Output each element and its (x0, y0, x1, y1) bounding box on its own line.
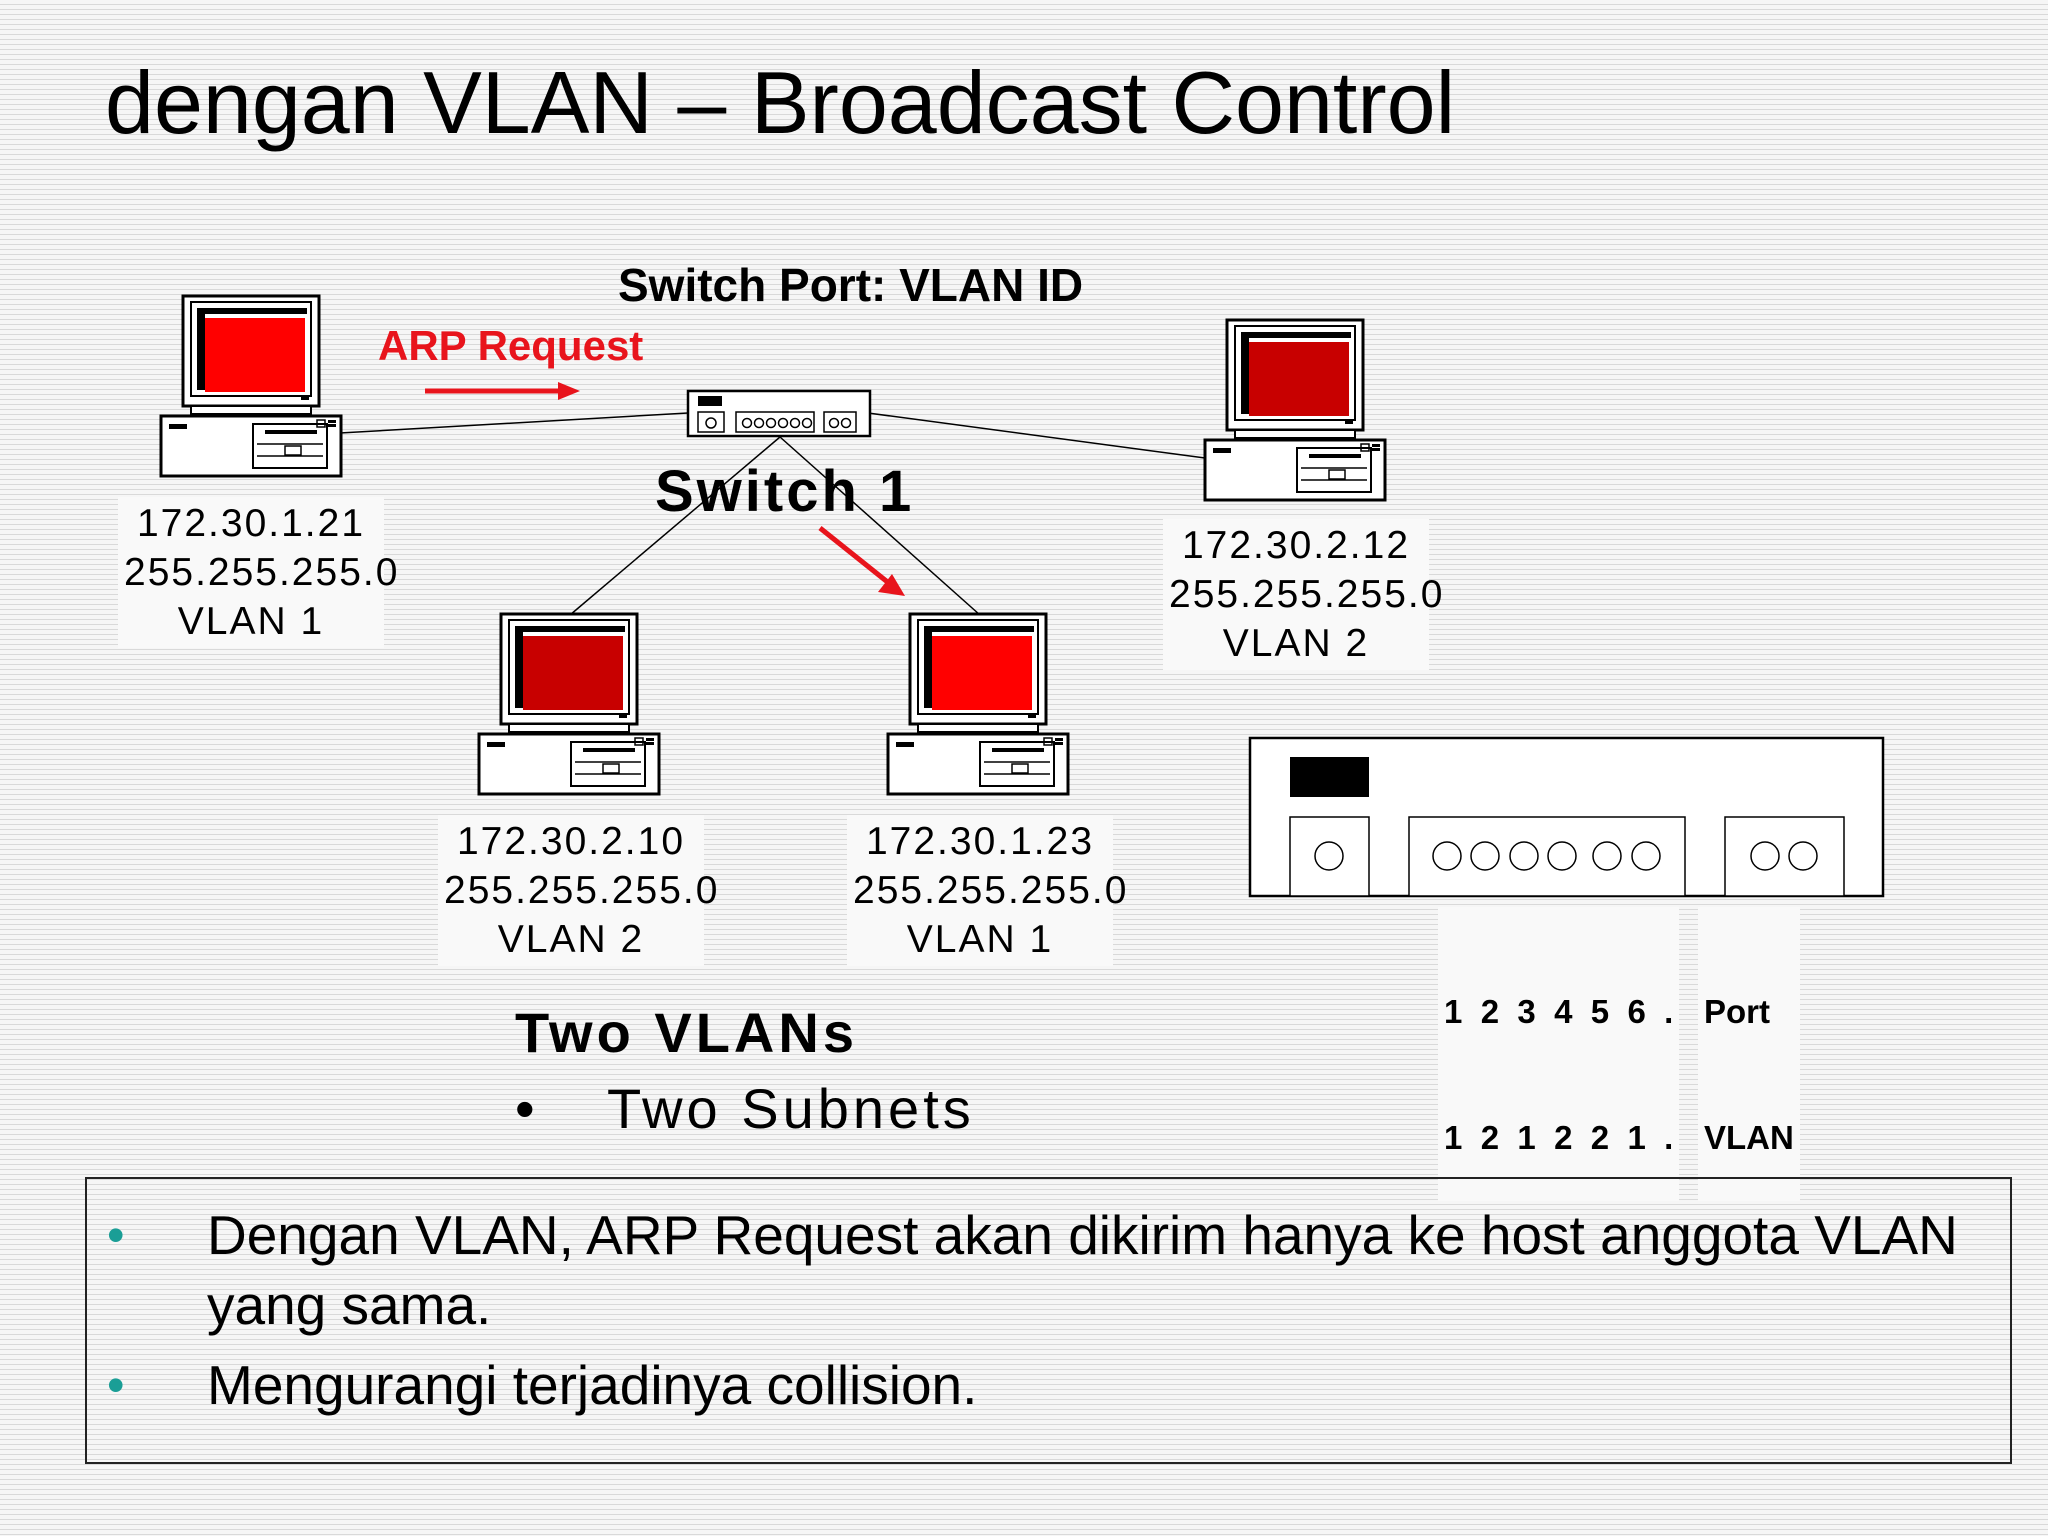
link-pc1 (339, 412, 689, 434)
host-mask: 255.255.255.0 (124, 551, 400, 594)
host-vlan: VLAN 1 (906, 918, 1054, 961)
switch-1-icon (686, 389, 872, 438)
list-item: • Dengan VLAN, ARP Request akan dikirim … (107, 1200, 1987, 1340)
bullet-icon: • (107, 1357, 125, 1413)
arp-arrow-down (818, 526, 905, 596)
pc-host-1 (159, 294, 343, 478)
list-item: • Mengurangi terjadinya collision. (107, 1350, 1987, 1420)
host-vlan: VLAN 1 (177, 600, 325, 643)
link-pc3 (569, 436, 781, 616)
switch-port-detail (1248, 736, 1885, 898)
pc-host-3 (477, 612, 661, 796)
host-2-info: 172.30.2.12 255.255.255.0 VLAN 2 (1163, 519, 1445, 670)
host-ip: 172.30.1.23 (865, 820, 1095, 863)
link-pc4 (779, 436, 981, 616)
two-subnets-text: Two Subnets (607, 1077, 975, 1140)
bullet-icon: • (107, 1207, 125, 1263)
page-title: dengan VLAN – Broadcast Control (105, 53, 1456, 152)
host-ip: 172.30.2.10 (456, 820, 686, 863)
vlan-ids-row: 1 2 1 2 2 1 . (1444, 1119, 1674, 1156)
arp-request-label: ARP Request (378, 322, 644, 369)
switch-1-label: Switch 1 (655, 459, 915, 524)
notes-box: • Dengan VLAN, ARP Request akan dikirim … (85, 1177, 2012, 1464)
host-vlan: VLAN 2 (497, 918, 645, 961)
pc-host-4 (886, 612, 1070, 796)
host-1-info: 172.30.1.21 255.255.255.0 VLAN 1 (118, 497, 400, 648)
vlan-label: VLAN (1704, 1119, 1794, 1156)
arp-arrow-right (425, 382, 580, 400)
port-vlan-table: 1 2 3 4 5 6 . 1 2 1 2 2 1 . (1438, 907, 1680, 1201)
host-3-info: 172.30.2.10 255.255.255.0 VLAN 2 (438, 815, 720, 966)
port-label: Port (1704, 993, 1770, 1030)
link-pc2 (867, 412, 1206, 459)
port-vlan-legend: Port VLAN (1698, 907, 1800, 1201)
two-vlans-heading: Two VLANs (515, 1001, 858, 1064)
host-vlan: VLAN 2 (1222, 622, 1370, 665)
host-4-info: 172.30.1.23 255.255.255.0 VLAN 1 (847, 815, 1129, 966)
host-ip: 172.30.2.12 (1181, 524, 1411, 567)
host-mask: 255.255.255.0 (1169, 573, 1445, 616)
port-numbers-row: 1 2 3 4 5 6 . (1444, 993, 1674, 1030)
note-text: Mengurangi terjadinya collision. (207, 1354, 978, 1416)
switch-port-header: Switch Port: VLAN ID (618, 259, 1084, 311)
host-mask: 255.255.255.0 (853, 869, 1129, 912)
host-mask: 255.255.255.0 (444, 869, 720, 912)
note-text: Dengan VLAN, ARP Request akan dikirim ha… (207, 1204, 1958, 1336)
bullet-icon: • (515, 1077, 539, 1140)
two-subnets-item: • Two Subnets (515, 1076, 975, 1141)
host-ip: 172.30.1.21 (136, 502, 366, 545)
pc-host-2 (1203, 318, 1387, 502)
